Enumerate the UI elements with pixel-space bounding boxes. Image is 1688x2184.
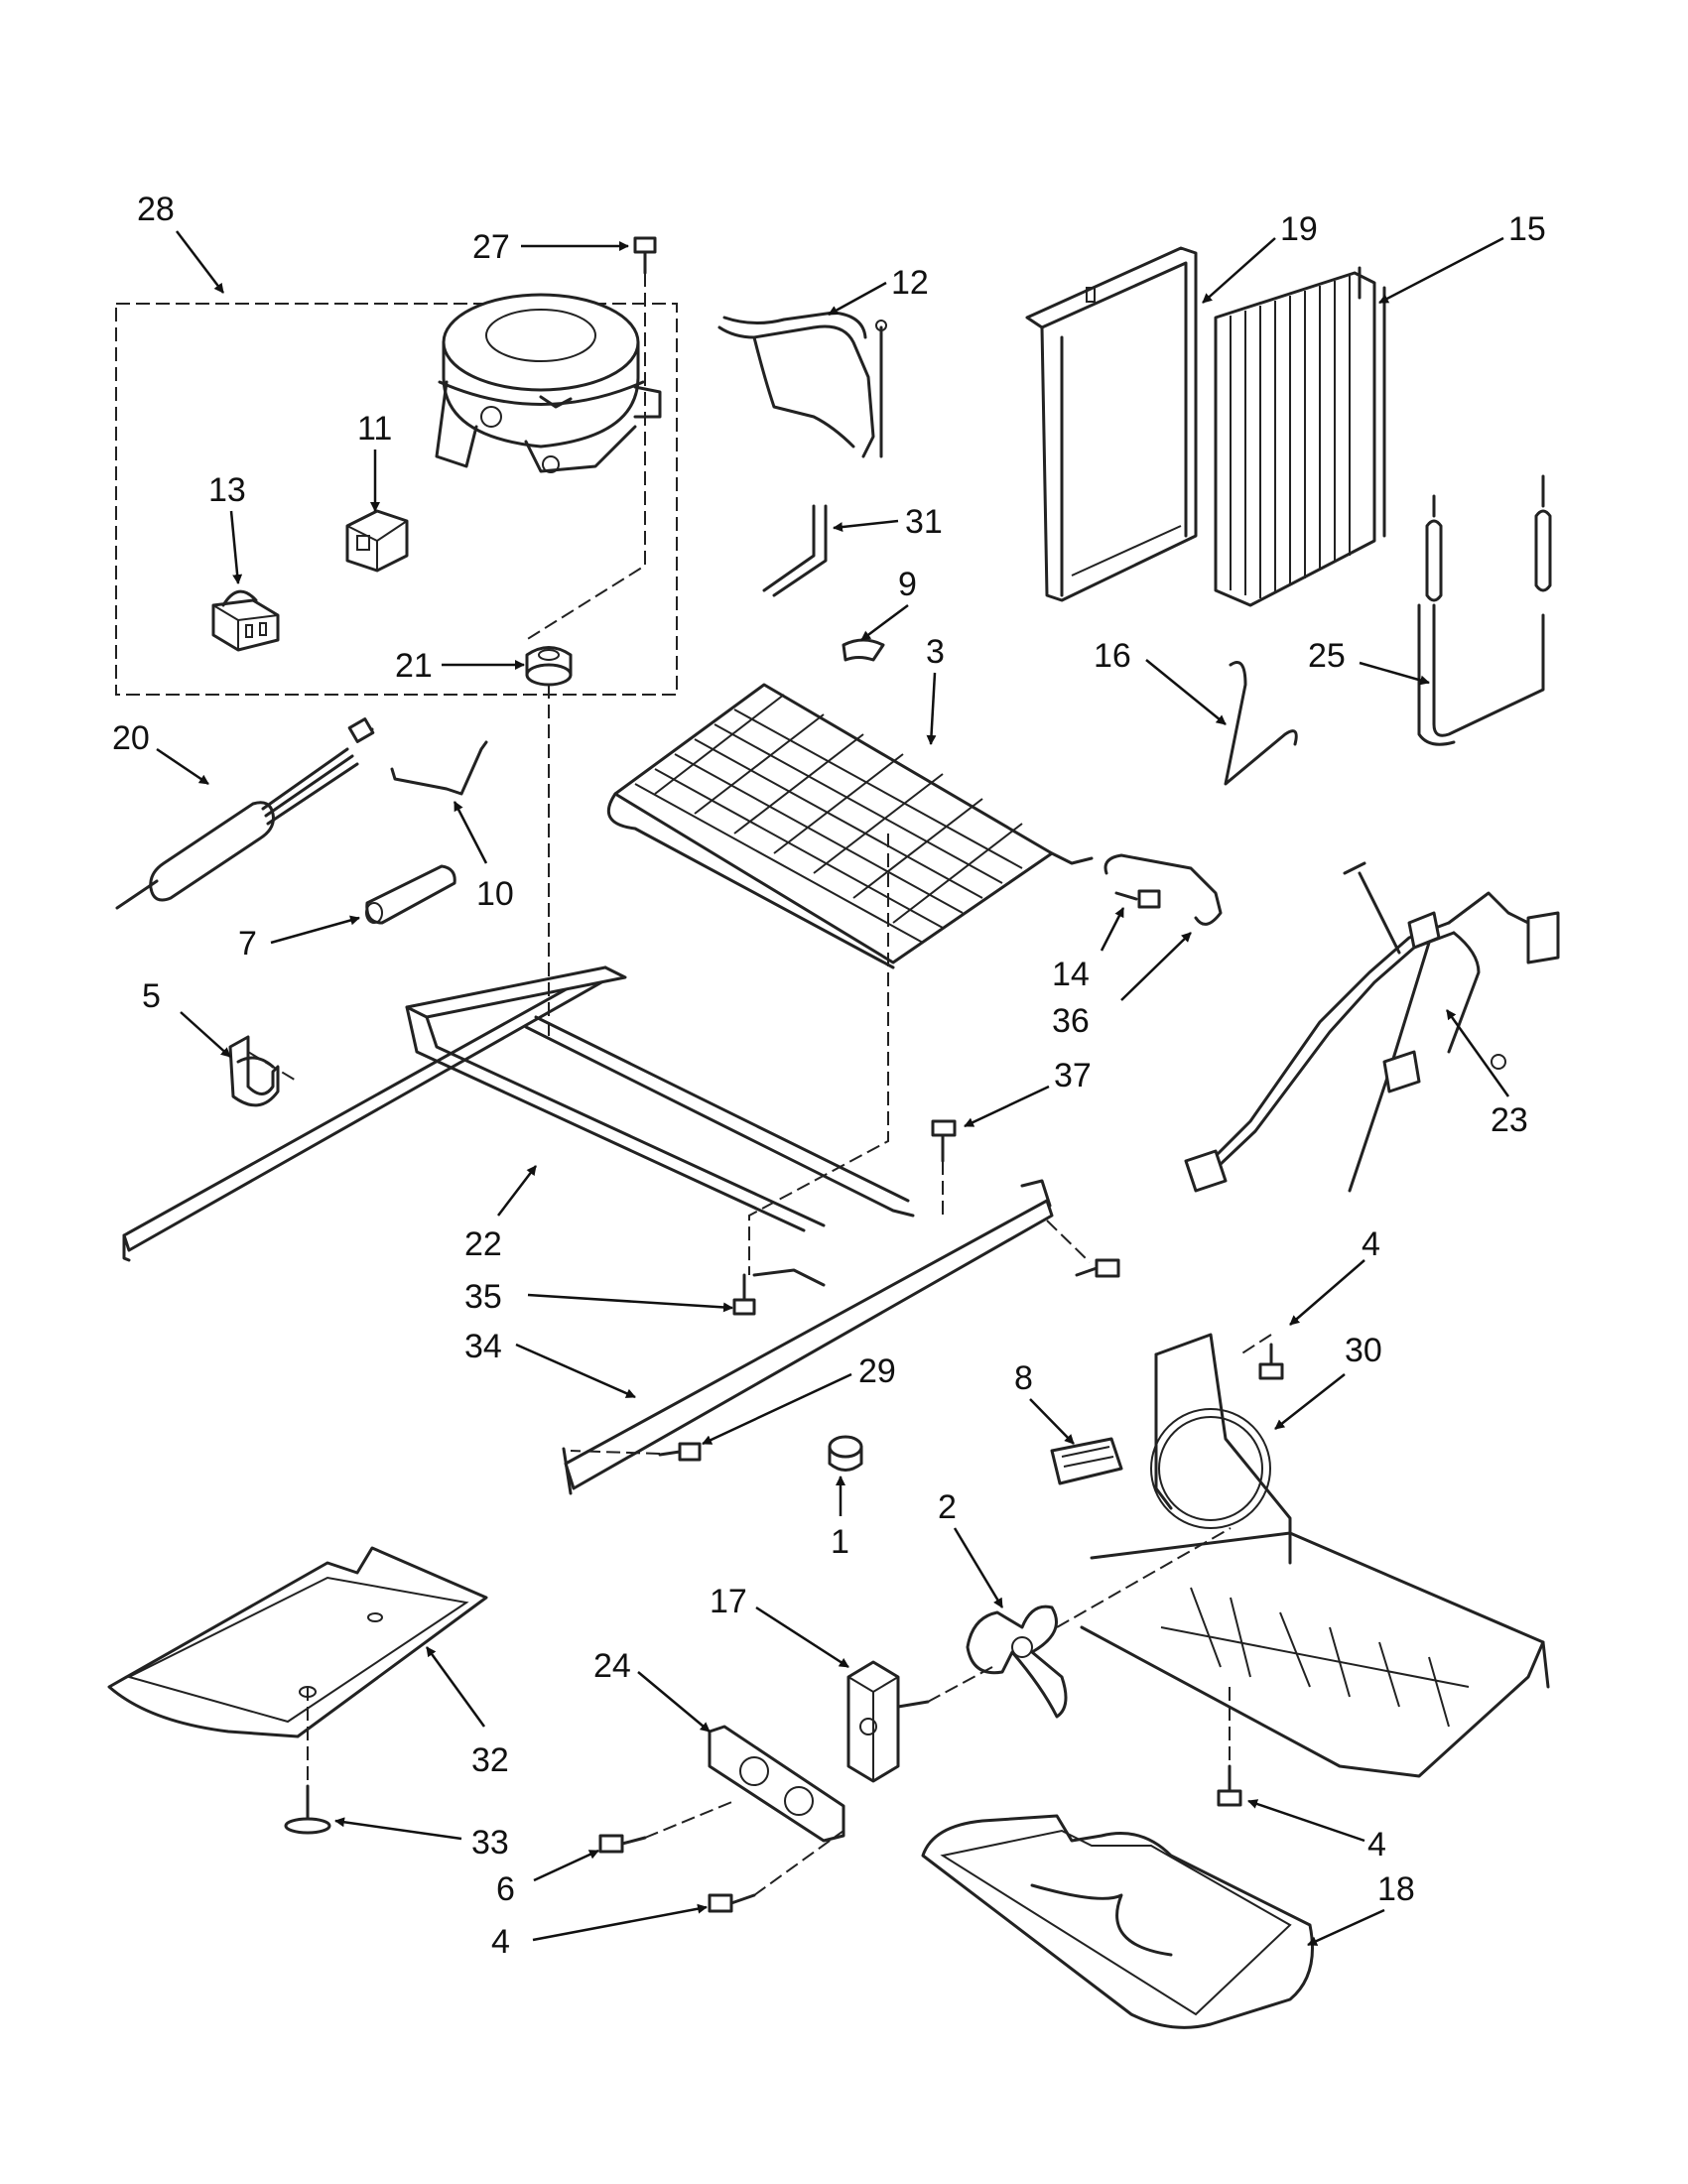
- callout-6: 6: [496, 1870, 515, 1908]
- callout-33: 33: [471, 1824, 509, 1862]
- callout-30: 30: [1345, 1332, 1382, 1369]
- tube-31-drawing: [762, 504, 828, 597]
- screw-29-drawing: [1075, 1258, 1120, 1278]
- callout-4a: 4: [1362, 1225, 1380, 1263]
- callout-9: 9: [898, 566, 917, 603]
- callout-23: 23: [1491, 1101, 1528, 1139]
- callout-15: 15: [1508, 210, 1546, 248]
- crossbar-34-drawing: [562, 1179, 1054, 1495]
- drier-tube-25-drawing: [1417, 474, 1552, 746]
- callout-7: 7: [238, 925, 257, 963]
- callout-20: 20: [112, 719, 150, 757]
- dashed-connection-lines: [247, 273, 1272, 1896]
- drier-20-drawing: [115, 717, 375, 910]
- callout-25: 25: [1308, 637, 1346, 675]
- callout-2: 2: [938, 1488, 957, 1526]
- compressor-assembly-box: [115, 303, 678, 696]
- callout-35: 35: [464, 1278, 502, 1316]
- callout-5: 5: [142, 977, 161, 1015]
- condenser-15-drawing: [1214, 266, 1386, 607]
- callout-12: 12: [891, 264, 929, 302]
- callout-1: 1: [831, 1523, 849, 1561]
- screw-29b-drawing: [658, 1442, 702, 1462]
- callout-19: 19: [1280, 210, 1318, 248]
- bracket-24-drawing: [708, 1725, 845, 1843]
- callout-21: 21: [395, 647, 433, 685]
- fan-motor-17-drawing: [846, 1660, 930, 1783]
- callout-37: 37: [1054, 1057, 1092, 1094]
- base-frame-22-drawing: [122, 965, 915, 1287]
- clip-5-drawing: [228, 1035, 280, 1107]
- callout-28: 28: [137, 191, 175, 228]
- clip-9-drawing: [842, 638, 885, 662]
- callout-16: 16: [1094, 637, 1131, 675]
- coil-3-drawing: [606, 683, 1094, 969]
- callout-32: 32: [471, 1741, 509, 1779]
- fan-blade-2-drawing: [966, 1605, 1068, 1719]
- drain-pan-18-drawing: [921, 1814, 1314, 2029]
- wire-clip-10-drawing: [390, 740, 488, 796]
- screw-14-drawing: [1114, 889, 1161, 909]
- callout-36: 36: [1052, 1002, 1090, 1040]
- bracket-36-drawing: [1104, 853, 1223, 926]
- leader-arrows: [156, 230, 1510, 1947]
- screw-4a-drawing: [1258, 1343, 1284, 1380]
- callout-10: 10: [476, 875, 514, 913]
- tube-12-drawing: [717, 311, 887, 458]
- compressor-drawing: [435, 293, 662, 473]
- callout-4c: 4: [491, 1923, 510, 1961]
- screw-37-drawing: [931, 1119, 957, 1163]
- callout-13: 13: [208, 471, 246, 509]
- callout-17: 17: [710, 1583, 747, 1620]
- sleeve-7-drawing: [365, 864, 456, 925]
- callout-labels: 28 27 12 19 15 11 13 31 9 3 16 25 21 20 …: [112, 191, 1546, 1961]
- callout-31: 31: [905, 503, 943, 541]
- callout-3: 3: [926, 633, 945, 671]
- cover-19-drawing: [1025, 246, 1198, 602]
- callout-8: 8: [1014, 1359, 1033, 1397]
- callout-22: 22: [464, 1225, 502, 1263]
- relay-drawing: [211, 589, 280, 652]
- callout-24: 24: [593, 1647, 631, 1685]
- drain-cover-32-drawing: [107, 1546, 488, 1738]
- pad-8-drawing: [1050, 1437, 1123, 1485]
- screw-35-drawing: [732, 1273, 756, 1316]
- callout-27: 27: [472, 228, 510, 266]
- screw-27-drawing: [633, 236, 657, 275]
- callout-29: 29: [858, 1352, 896, 1390]
- screw-4b-drawing: [1217, 1764, 1242, 1807]
- callout-34: 34: [464, 1328, 502, 1365]
- callout-18: 18: [1377, 1870, 1415, 1908]
- callout-14: 14: [1052, 956, 1090, 993]
- wire-harness-23-drawing: [1184, 861, 1560, 1193]
- grommet-1-drawing: [828, 1435, 863, 1472]
- overload-drawing: [345, 509, 409, 573]
- bracket-16-drawing: [1224, 661, 1298, 786]
- screw-4c-drawing: [708, 1893, 756, 1913]
- screw-33-drawing: [284, 1784, 331, 1835]
- screw-6-drawing: [598, 1834, 647, 1854]
- callout-11: 11: [357, 410, 392, 448]
- grommet-drawing: [525, 646, 573, 687]
- callout-4b: 4: [1367, 1826, 1386, 1863]
- fan-shroud-30-drawing: [1080, 1333, 1550, 1778]
